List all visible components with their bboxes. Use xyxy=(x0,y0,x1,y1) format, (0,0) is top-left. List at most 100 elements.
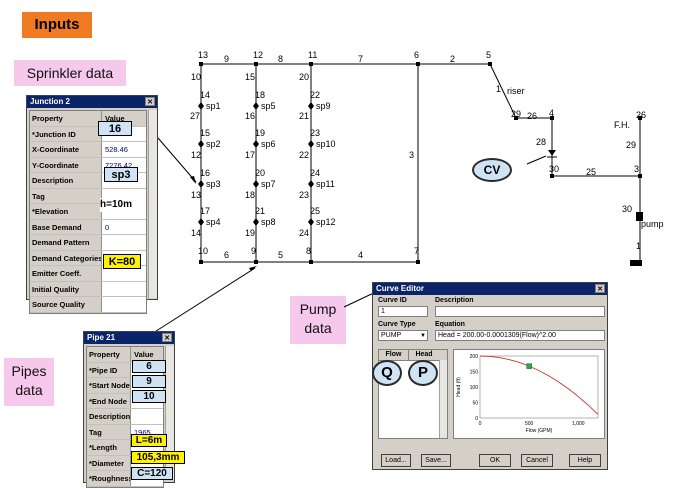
table-row[interactable]: *Diameter xyxy=(87,455,163,471)
curve-type-select[interactable]: PUMP▼ xyxy=(378,330,428,341)
flow-head-grid[interactable]: Flow Head xyxy=(378,349,448,439)
node-label: 21 xyxy=(255,206,266,216)
link-label: 23 xyxy=(299,190,310,200)
curve-type-label: Curve Type xyxy=(378,321,416,328)
node-label: 26 xyxy=(636,110,647,120)
sprinkler-data-label: Sprinkler data xyxy=(14,60,126,86)
emitter-highlight: K=80 xyxy=(103,254,141,269)
scrollbar[interactable] xyxy=(148,110,157,298)
description-input[interactable] xyxy=(435,306,605,317)
table-row[interactable]: *Length xyxy=(87,440,163,456)
sprinkler-label: sp7 xyxy=(261,179,276,189)
node-label: 8 xyxy=(306,246,312,256)
sprinkler-label: sp9 xyxy=(316,101,331,111)
sprinkler-label: sp8 xyxy=(261,217,276,227)
load-button[interactable]: Load... xyxy=(381,454,411,467)
link-label: 15 xyxy=(245,72,256,82)
close-icon[interactable]: ✕ xyxy=(162,333,172,342)
x-tick-label: 0 xyxy=(479,421,482,427)
table-row[interactable]: Emitter Coeff. xyxy=(30,266,146,282)
link-label: 16 xyxy=(245,111,256,121)
table-row[interactable]: *End Node xyxy=(87,393,163,409)
scrollbar[interactable] xyxy=(439,360,447,438)
link-label: 1 xyxy=(496,84,502,94)
close-icon[interactable]: ✕ xyxy=(145,97,155,106)
p-head-label: P xyxy=(408,360,438,386)
curve-id-input[interactable]: 1 xyxy=(378,306,428,317)
y-axis-label: Head (ft) xyxy=(456,377,462,397)
link-label: 1 xyxy=(636,241,642,251)
cancel-button[interactable]: Cancel xyxy=(521,454,553,467)
link-label: 5 xyxy=(278,250,284,260)
table-row[interactable]: Initial Quality xyxy=(30,281,146,297)
node-label: 19 xyxy=(255,128,266,138)
plot-area xyxy=(479,355,599,419)
window-titlebar[interactable]: Curve Editor✕ xyxy=(373,283,607,295)
save-button[interactable]: Save... xyxy=(421,454,451,467)
link-label: 3 xyxy=(409,150,415,160)
ok-button[interactable]: OK xyxy=(479,454,511,467)
node-label: 16 xyxy=(200,168,211,178)
chevron-down-icon: ▼ xyxy=(420,333,426,339)
sprinkler-label: sp6 xyxy=(261,139,276,149)
node-label: 4 xyxy=(549,108,555,118)
node-label: 3 xyxy=(634,164,640,174)
link-label: 4 xyxy=(358,250,364,260)
link-label: 8 xyxy=(278,54,284,64)
table-row[interactable]: Source Quality xyxy=(30,297,146,313)
node-label: 20 xyxy=(255,168,266,178)
sprinkler-label: sp2 xyxy=(206,139,221,149)
q-flow-label: Q xyxy=(372,360,402,386)
node-label: 18 xyxy=(255,90,266,100)
window-titlebar[interactable]: Junction 2✕ xyxy=(27,96,157,108)
node-label: 9 xyxy=(251,246,257,256)
node-label: 30 xyxy=(549,164,560,174)
curve-editor-window[interactable]: Curve Editor✕ Curve ID 1 Description Cur… xyxy=(372,282,608,470)
close-icon[interactable]: ✕ xyxy=(595,284,605,293)
link-label: 22 xyxy=(299,150,310,160)
sprinkler-label: sp5 xyxy=(261,101,276,111)
head-column-header: Head xyxy=(415,351,433,358)
scrollbar[interactable] xyxy=(165,346,174,480)
sprinkler-label: sp11 xyxy=(316,179,335,189)
table-row[interactable]: *Roughness xyxy=(87,471,163,487)
pump-data-label: Pump data xyxy=(290,296,346,344)
x-tick-label: 1,000 xyxy=(572,421,585,427)
link-label: 12 xyxy=(191,150,202,160)
node-label: 13 xyxy=(198,50,209,60)
equation-field: Head = 200.00-0.0001309(Flow)^2.00 xyxy=(435,330,605,341)
link-label: 19 xyxy=(245,228,256,238)
node-label: 12 xyxy=(253,50,264,60)
help-button[interactable]: Help xyxy=(569,454,601,467)
start-node-highlight: 9 xyxy=(132,375,166,388)
pump-label: pump xyxy=(641,219,664,229)
node-label: 7 xyxy=(414,246,420,256)
sprinkler-label: sp12 xyxy=(316,217,336,227)
header-property: Property xyxy=(30,111,102,126)
cv-label: CV xyxy=(472,158,512,182)
window-titlebar[interactable]: Pipe 21✕ xyxy=(84,332,174,344)
table-row[interactable]: Demand Pattern xyxy=(30,235,146,251)
table-row[interactable]: Description xyxy=(87,409,163,425)
design-point-marker xyxy=(526,363,532,369)
link-label: 13 xyxy=(191,190,202,200)
table-row[interactable]: Description xyxy=(30,173,146,189)
node-label: 22 xyxy=(310,90,321,100)
table-row[interactable]: *Start Node xyxy=(87,378,163,394)
y-tick-label: 50 xyxy=(472,401,478,407)
sprinkler-label: sp4 xyxy=(206,217,221,227)
table-row[interactable]: Tag xyxy=(30,188,146,204)
length-highlight: L=6m xyxy=(131,434,167,447)
page-title: Inputs xyxy=(22,12,92,38)
riser-label: riser xyxy=(507,86,525,96)
table-row[interactable]: *Pipe ID xyxy=(87,362,163,378)
equation-label: Equation xyxy=(435,321,465,328)
x-axis-label: Flow (GPM) xyxy=(526,428,553,434)
